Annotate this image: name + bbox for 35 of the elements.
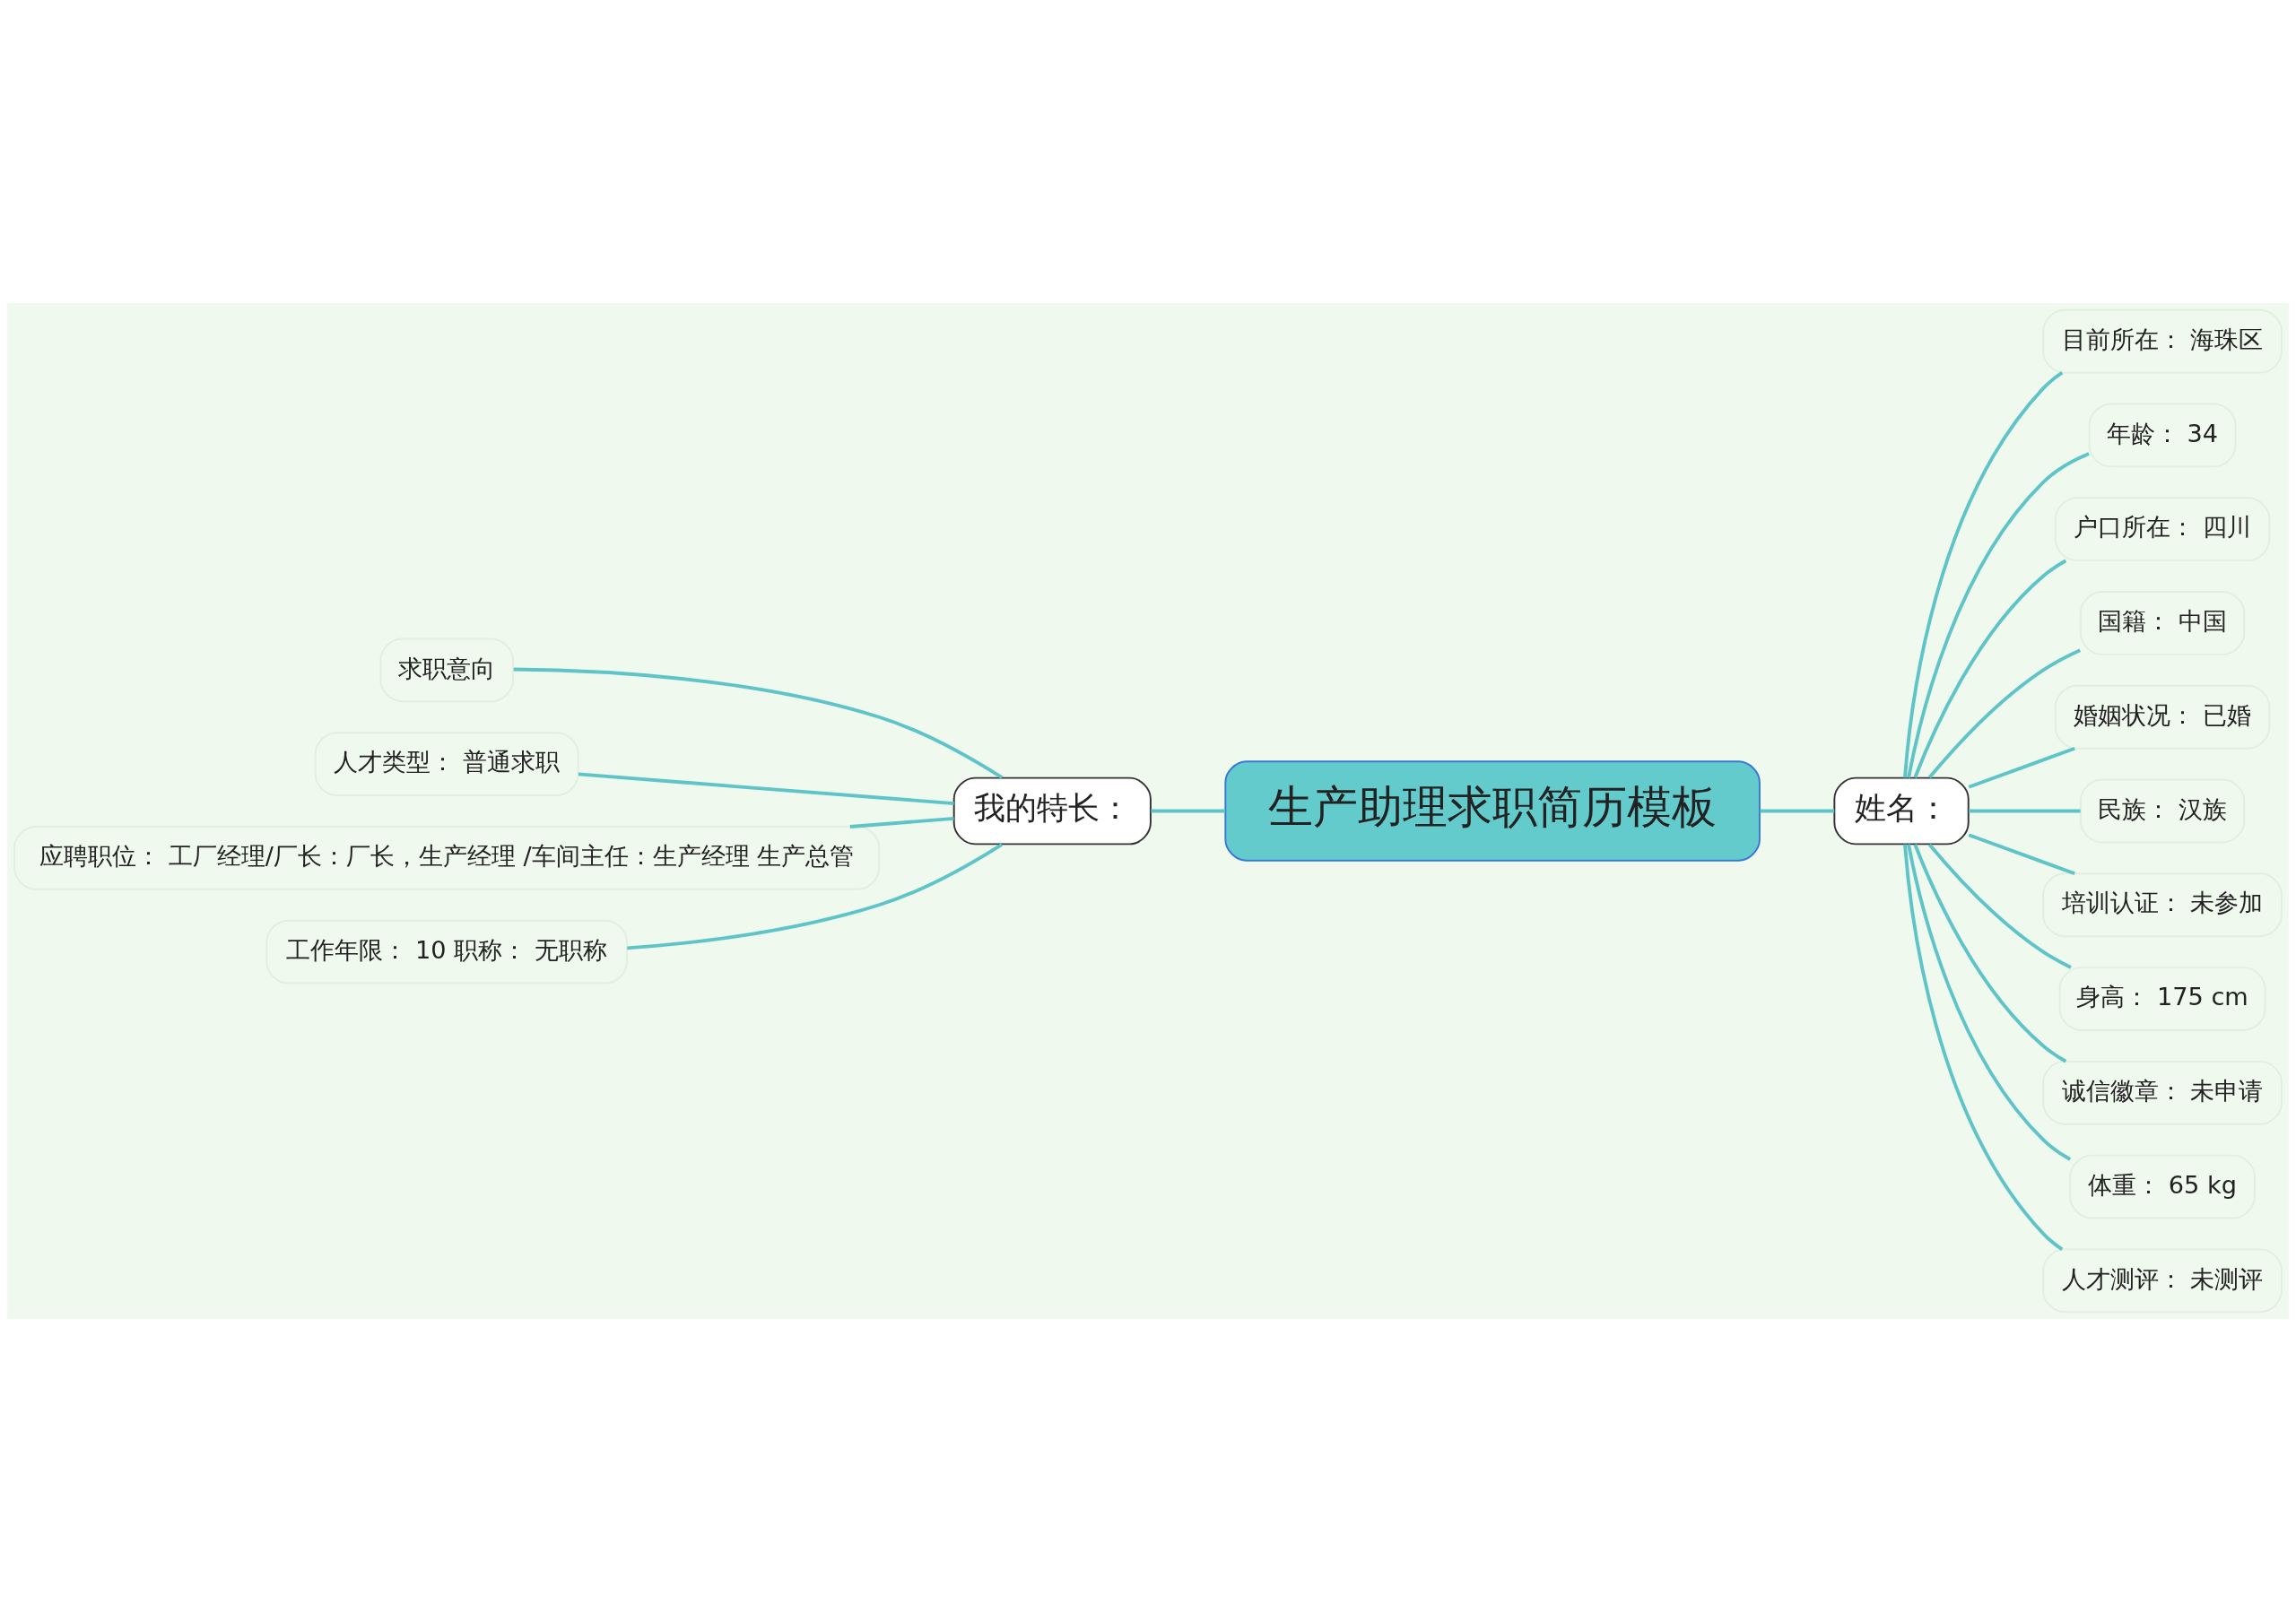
connector [1907, 844, 2072, 1161]
node-box: 人才测评： 未测评 [2042, 1248, 2283, 1314]
connector [1903, 371, 2064, 778]
node-box: 我的特长： [952, 776, 1152, 846]
connector [1151, 809, 1226, 813]
node-box: 工作年限： 10 职称： 无职称 [265, 919, 628, 984]
connector [849, 816, 954, 828]
node-box: 诚信徽章： 未申请 [2042, 1060, 2283, 1125]
connector [1969, 809, 2081, 813]
connector [1913, 559, 2067, 778]
connector [1927, 843, 2072, 969]
connector [1968, 833, 2075, 876]
node-box: 年龄： 34 [2088, 403, 2237, 468]
connector [1968, 746, 2075, 789]
node-box: 国籍： 中国 [2079, 591, 2246, 655]
connector [513, 667, 1004, 779]
node-box: 户口所在： 四川 [2054, 497, 2271, 562]
node-box: 身高： 175 cm [2058, 967, 2266, 1031]
node-box: 目前所在： 海珠区 [2042, 308, 2283, 374]
node-box: 培训认证： 未参加 [2042, 872, 2283, 938]
node-box: 生产助理求职简历模板 [1224, 760, 1761, 862]
connector [1907, 452, 2090, 778]
connector [1913, 844, 2067, 1063]
connector [1903, 844, 2064, 1251]
connector [1927, 648, 2082, 779]
connector [1760, 809, 1835, 813]
node-box: 人才类型： 普通求职 [314, 732, 579, 796]
connector [578, 772, 954, 806]
node-box: 婚姻状况： 已婚 [2054, 684, 2271, 750]
node-box: 求职意向 [379, 638, 514, 703]
node-box: 姓名： [1833, 776, 1970, 846]
node-box: 体重： 65 kg [2069, 1154, 2256, 1219]
connector [627, 843, 1004, 950]
node-box: 民族： 汉族 [2079, 778, 2246, 844]
node-box: 应聘职位： 工厂经理/厂长：厂长，生产经理 /车间主任：生产经理 生产总管 [13, 826, 881, 890]
